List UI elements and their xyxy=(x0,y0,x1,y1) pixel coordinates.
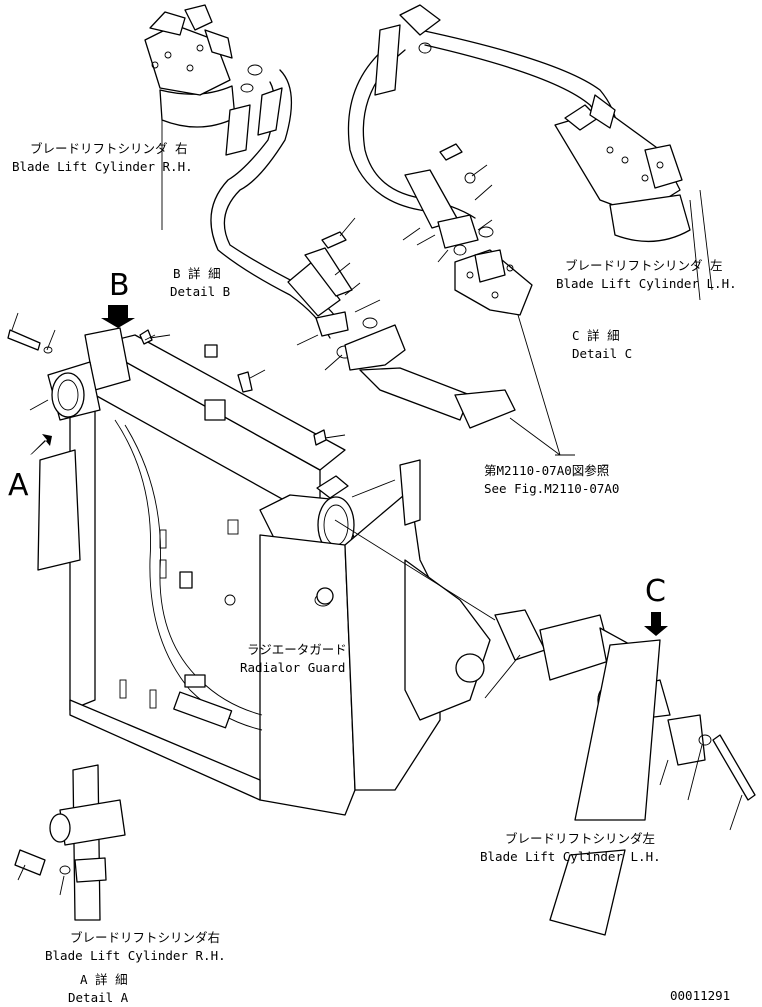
radiator-guard-label-jp: ラジエータガード xyxy=(247,642,347,657)
figure-number: 00011291 xyxy=(670,988,730,1003)
detail-a-label-jp: A 詳 細 xyxy=(80,972,128,987)
view-b-letter: B xyxy=(109,268,130,303)
rh-hose-top xyxy=(210,69,378,359)
detail-c-label-en: Detail C xyxy=(572,346,632,361)
leader-lines xyxy=(11,164,743,896)
rh-cylinder-left xyxy=(7,327,327,571)
lh-top-label-en: Blade Lift Cylinder L.H. xyxy=(556,276,737,291)
view-arrow-c xyxy=(644,612,668,636)
lh-hose-fitting-detail-c xyxy=(344,249,533,429)
rh-bottom-label-en: Blade Lift Cylinder R.H. xyxy=(45,948,226,963)
pin-assembly-c xyxy=(334,519,756,936)
rh-bottom-label-jp: ブレードリフトシリンダ右 xyxy=(70,930,220,945)
rh-top-label-jp: ブレードリフトシリンダ 右 xyxy=(30,141,188,156)
view-arrow-a xyxy=(30,434,52,455)
see-fig-label-jp: 第M2110-07A0図参照 xyxy=(484,463,609,478)
view-arrow-b xyxy=(101,305,135,328)
view-a-letter: A xyxy=(8,468,29,503)
detail-a-inset xyxy=(14,764,126,921)
lh-top-label-jp: ブレードリフトシリンダ 左 xyxy=(565,258,723,273)
view-c-letter: C xyxy=(645,574,666,609)
detail-b-label-jp: B 詳 細 xyxy=(173,266,221,281)
detail-b-label-en: Detail B xyxy=(170,284,230,299)
rh-top-label-en: Blade Lift Cylinder R.H. xyxy=(12,159,193,174)
lh-cylinder-head-top xyxy=(554,94,713,301)
rh-cylinder-head-top xyxy=(144,4,263,230)
lh-bottom-label-en: Blade Lift Cylinder L.H. xyxy=(480,849,661,864)
see-fig-label-en: See Fig.M2110-07A0 xyxy=(484,481,619,496)
radiator-guard-label-en: Radialor Guard xyxy=(240,660,345,675)
radiator-guard-frame xyxy=(69,334,491,816)
detail-c-label-jp: C 詳 細 xyxy=(572,328,620,343)
lh-bottom-label-jp: ブレードリフトシリンダ左 xyxy=(505,831,655,846)
detail-a-label-en: Detail A xyxy=(68,990,129,1005)
